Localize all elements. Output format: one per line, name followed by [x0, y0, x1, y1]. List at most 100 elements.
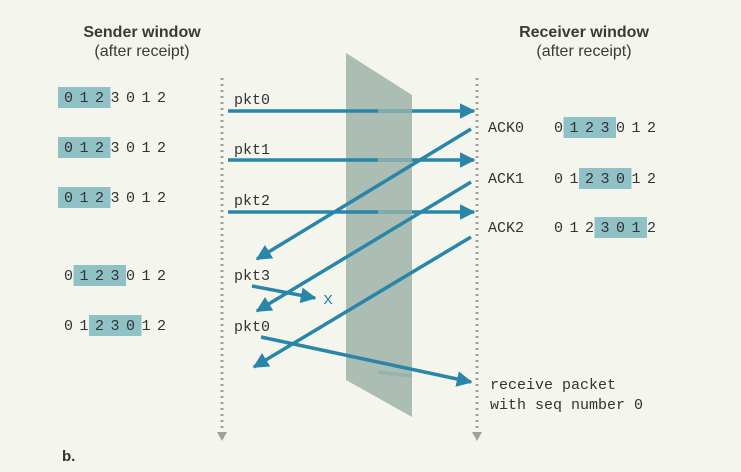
receiver-seq-number: 0	[616, 220, 625, 237]
receiver-seq-number: 2	[647, 120, 656, 137]
sender-window-highlight	[58, 137, 111, 158]
receiver-window-highlight	[579, 168, 632, 189]
sender-seq-number: 1	[80, 318, 89, 335]
sender-title: Sender window	[83, 24, 201, 41]
sender-seq-number: 3	[111, 140, 120, 157]
sender-subtitle: (after receipt)	[94, 43, 189, 60]
receive-note-line1: receive packet	[490, 377, 616, 394]
receiver-seq-number: 2	[647, 220, 656, 237]
sender-seq-number: 0	[64, 190, 73, 207]
receiver-seq-number: 2	[585, 120, 594, 137]
sender-timeline-arrowhead	[217, 432, 227, 441]
receiver-seq-number: 1	[632, 120, 641, 137]
pkt0-retransmit-arrow	[260, 335, 473, 387]
pkt0-retransmit-barrier-overlay	[377, 370, 413, 378]
receiver-seq-number: 0	[554, 171, 563, 188]
message-arrows	[228, 103, 476, 387]
receiver-title: Receiver window	[519, 24, 649, 41]
receiver-seq-number: 2	[585, 171, 594, 188]
receiver-seq-number: 1	[570, 171, 579, 188]
sender-seq-number: 2	[157, 90, 166, 107]
sender-seq-number: 0	[126, 140, 135, 157]
ack1-arrow	[255, 180, 472, 313]
figure-caption: b.	[62, 448, 75, 465]
sender-seq-number: 3	[111, 90, 120, 107]
receiver-seq-number: 1	[570, 220, 579, 237]
receiver-seq-number: 0	[554, 120, 563, 137]
sender-seq-number: 0	[64, 318, 73, 335]
network-barrier	[346, 53, 412, 417]
sender-seq-number: 0	[64, 140, 73, 157]
receiver-window-highlight	[563, 117, 616, 138]
sender-window-highlight	[89, 315, 142, 336]
receiver-window-highlight	[594, 217, 647, 238]
pkt3-lost-arrow	[251, 284, 317, 304]
sender-seq-number: 2	[157, 268, 166, 285]
sender-seq-number: 3	[111, 268, 120, 285]
sender-seq-number: 1	[142, 140, 151, 157]
receiver-subtitle: (after receipt)	[536, 43, 631, 60]
packet-label: pkt3	[234, 268, 270, 285]
sender-seq-number: 2	[95, 268, 104, 285]
sender-seq-number: 1	[80, 268, 89, 285]
sender-seq-number: 1	[80, 190, 89, 207]
sender-window-highlight	[58, 187, 111, 208]
ack-label: ACK2	[488, 220, 524, 237]
sender-seq-number: 1	[80, 140, 89, 157]
sender-seq-number: 0	[126, 190, 135, 207]
sender-seq-number: 1	[80, 90, 89, 107]
receiver-seq-number: 3	[601, 171, 610, 188]
ack2-arrow	[252, 235, 472, 369]
ack-label: ACK0	[488, 120, 524, 137]
sender-seq-number: 0	[126, 318, 135, 335]
sender-seq-number: 2	[95, 140, 104, 157]
sender-seq-number: 3	[111, 318, 120, 335]
receiver-seq-number: 3	[601, 220, 610, 237]
sender-seq-number: 2	[157, 190, 166, 207]
sender-seq-number: 1	[142, 268, 151, 285]
sender-seq-number: 0	[126, 268, 135, 285]
receiver-seq-number: 1	[570, 120, 579, 137]
receiver-timeline-arrowhead	[472, 432, 482, 441]
sender-seq-number: 0	[64, 268, 73, 285]
sender-seq-number: 2	[157, 318, 166, 335]
sender-seq-number: 2	[95, 318, 104, 335]
receiver-seq-number: 1	[632, 220, 641, 237]
sender-seq-number: 1	[142, 190, 151, 207]
receiver-seq-number: 3	[601, 120, 610, 137]
ack0-arrow	[255, 127, 472, 261]
packet-labels: pkt0 pkt1 pkt2 pkt3 pkt0	[234, 92, 270, 336]
receiver-seq-number: 0	[616, 120, 625, 137]
receiver-seq-number: 2	[585, 220, 594, 237]
packet-lost-marker: x	[323, 291, 333, 310]
sender-seq-number: 2	[95, 90, 104, 107]
receiver-seq-number: 0	[616, 171, 625, 188]
packet-label: pkt0	[234, 319, 270, 336]
ack-label: ACK1	[488, 171, 524, 188]
sender-seq-number: 1	[142, 90, 151, 107]
packet-label: pkt2	[234, 193, 270, 210]
sender-seq-number: 3	[111, 190, 120, 207]
sender-window-highlight	[73, 265, 126, 286]
receive-note-line2: with seq number 0	[490, 397, 643, 414]
sender-seq-number: 1	[142, 318, 151, 335]
sender-seq-number: 2	[95, 190, 104, 207]
receiver-seq-number: 1	[632, 171, 641, 188]
receiver-seq-number: 0	[554, 220, 563, 237]
sender-seq-number: 2	[157, 140, 166, 157]
sender-seq-number: 0	[126, 90, 135, 107]
sender-window-highlight	[58, 87, 111, 108]
receiver-seq-number: 2	[647, 171, 656, 188]
